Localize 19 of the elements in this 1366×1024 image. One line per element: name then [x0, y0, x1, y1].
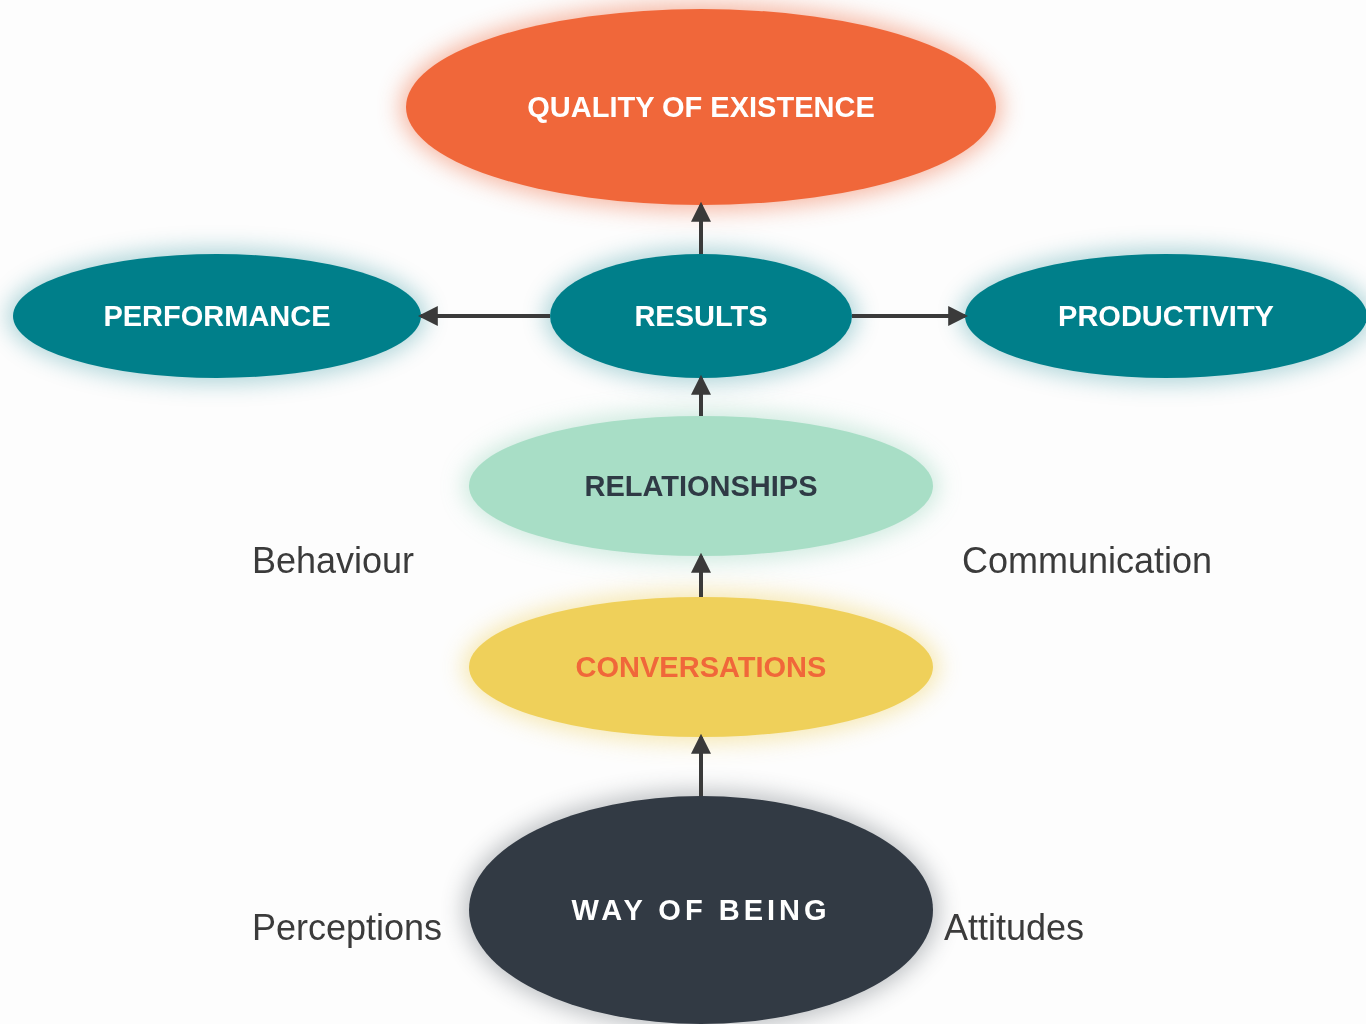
- side-label: Behaviour: [252, 540, 415, 582]
- arrow: [691, 374, 711, 416]
- arrow: [691, 201, 711, 254]
- side-label: Perceptions: [252, 907, 443, 949]
- node-label: RELATIONSHIPS: [584, 469, 818, 503]
- arrow: [691, 552, 711, 597]
- node-label: WAY OF BEING: [571, 893, 831, 927]
- arrow: [852, 306, 969, 326]
- node-label: PERFORMANCE: [103, 299, 331, 333]
- node-label: RESULTS: [634, 299, 768, 333]
- side-label: Communication: [962, 540, 1213, 582]
- node-label: QUALITY OF EXISTENCE: [527, 90, 875, 124]
- node-label: CONVERSATIONS: [575, 650, 827, 684]
- ellipse-node: [550, 254, 852, 378]
- ellipse-node: [965, 254, 1366, 378]
- side-label: Attitudes: [944, 907, 1085, 949]
- node-label: PRODUCTIVITY: [1058, 299, 1274, 333]
- arrow: [691, 733, 711, 796]
- arrow: [417, 306, 550, 326]
